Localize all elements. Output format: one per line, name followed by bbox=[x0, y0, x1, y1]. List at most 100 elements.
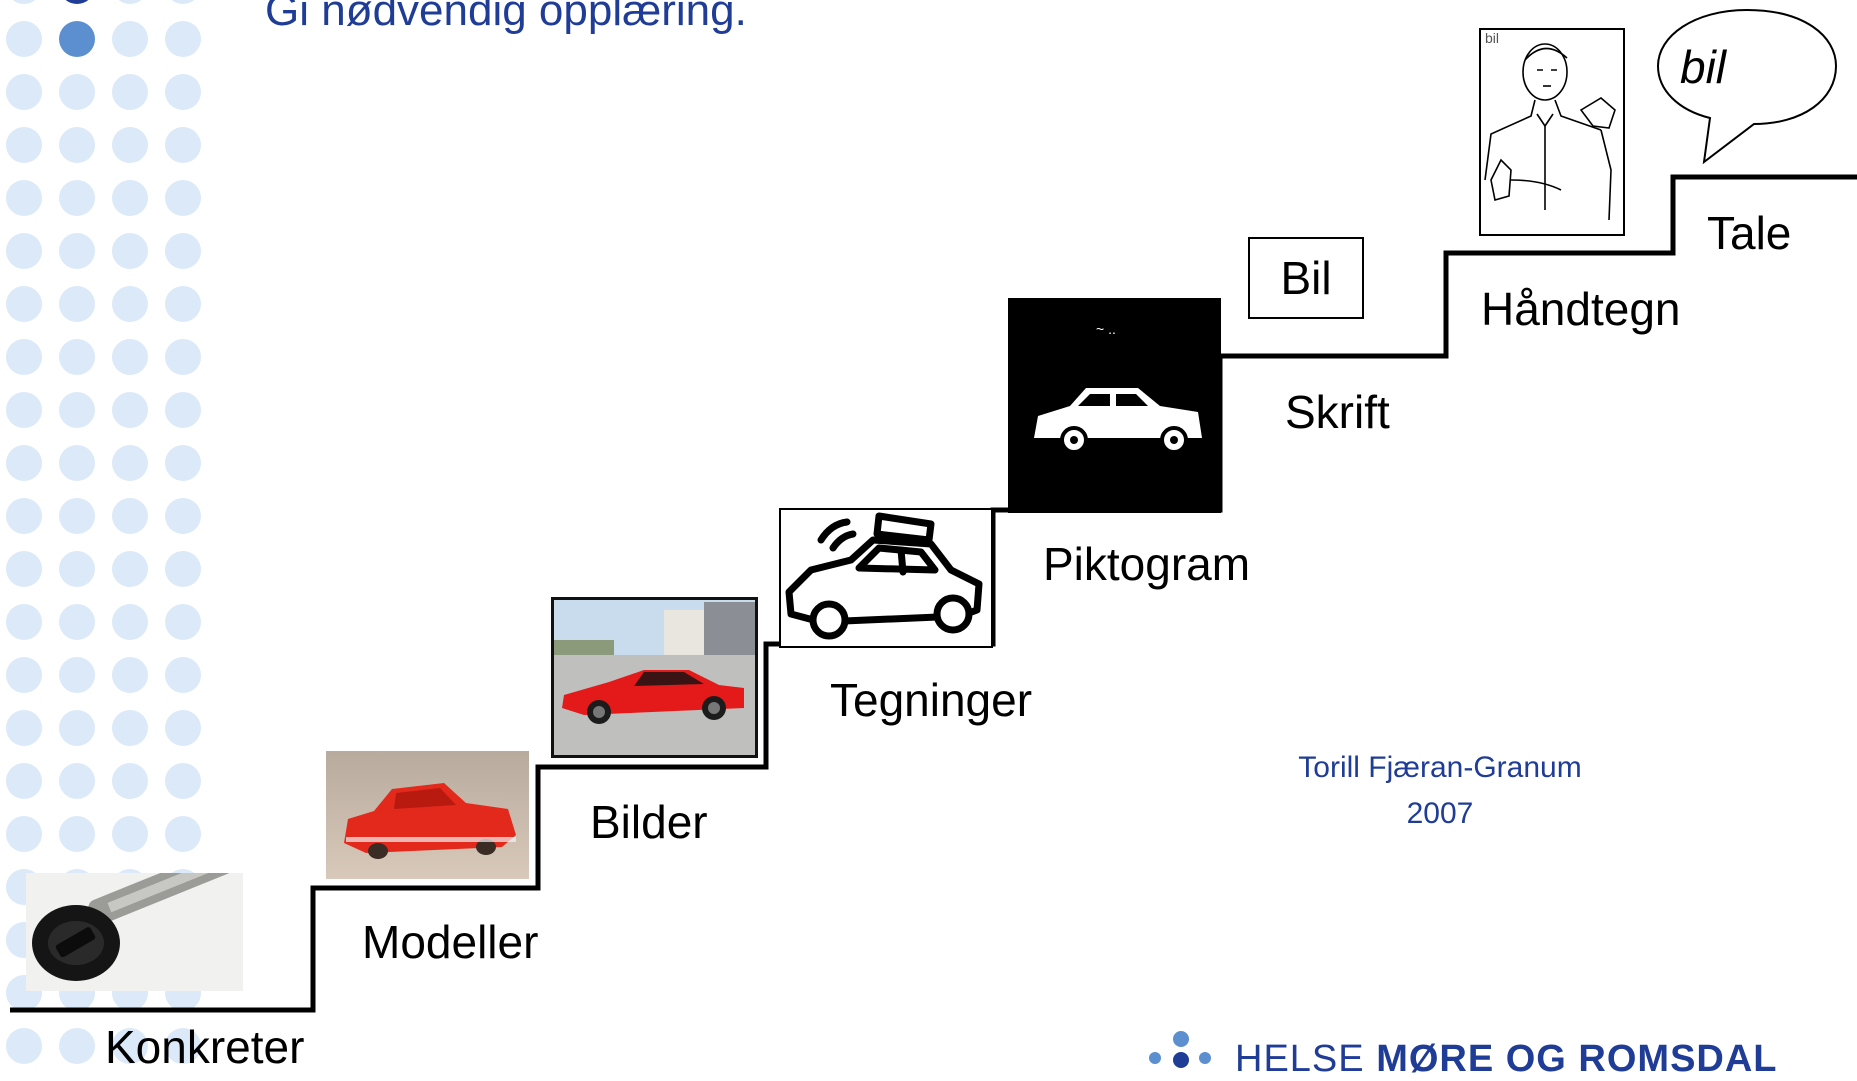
slide-title: Gi nødvendig opplæring. bbox=[265, 0, 747, 35]
decorative-dot bbox=[112, 74, 148, 110]
brand-dots-icon bbox=[1149, 1031, 1211, 1068]
decorative-dot bbox=[59, 445, 95, 481]
decorative-dot bbox=[6, 180, 42, 216]
decorative-dot bbox=[59, 657, 95, 693]
pictogram-car-icon: ~ .. bbox=[1034, 321, 1202, 454]
author-name: Torill Fjæran-Granum bbox=[1298, 751, 1582, 784]
decorative-dot bbox=[59, 392, 95, 428]
decorative-dot bbox=[59, 551, 95, 587]
decorative-dot bbox=[112, 551, 148, 587]
decorative-dot bbox=[59, 127, 95, 163]
model-car-icon bbox=[344, 783, 516, 859]
decorative-dot bbox=[59, 286, 95, 322]
decorative-dot bbox=[59, 1028, 95, 1064]
decorative-dot bbox=[112, 339, 148, 375]
decorative-dot bbox=[165, 710, 201, 746]
step-label-handtegn: Håndtegn bbox=[1481, 283, 1681, 335]
decorative-dot bbox=[112, 180, 148, 216]
decorative-dot bbox=[112, 21, 148, 57]
decorative-dot bbox=[59, 763, 95, 799]
decorative-dot bbox=[165, 816, 201, 852]
decorative-dot bbox=[112, 445, 148, 481]
decorative-dot bbox=[171, 0, 195, 4]
decorative-dot bbox=[59, 21, 95, 57]
sign-language-illustration: bil bbox=[1479, 28, 1625, 236]
decorative-dot bbox=[165, 127, 201, 163]
svg-text:~ ..: ~ .. bbox=[1096, 321, 1116, 337]
decorative-dot bbox=[65, 0, 89, 4]
decorative-dot bbox=[6, 551, 42, 587]
step-label-tale: Tale bbox=[1707, 207, 1792, 259]
brand-name-bold: MØRE OG ROMSDAL bbox=[1376, 1038, 1778, 1080]
decorative-dot bbox=[165, 498, 201, 534]
decorative-dot bbox=[6, 1028, 42, 1064]
decorative-dot bbox=[59, 74, 95, 110]
decorative-dot bbox=[112, 286, 148, 322]
decorative-dot bbox=[112, 1028, 148, 1064]
credit-year: 2007 bbox=[1406, 797, 1474, 830]
decorative-dot bbox=[6, 445, 42, 481]
speech-bubble bbox=[1656, 8, 1838, 165]
decorative-dot bbox=[165, 180, 201, 216]
decorative-dot bbox=[6, 233, 42, 269]
step-label-tegninger: Tegninger bbox=[830, 674, 1033, 726]
decorative-dot bbox=[6, 604, 42, 640]
brand-name: HELSE MØRE OG ROMSDAL bbox=[1235, 1038, 1778, 1081]
decorative-dot bbox=[165, 339, 201, 375]
decorative-dot bbox=[12, 0, 36, 4]
key-photo bbox=[26, 873, 243, 991]
decorative-dot bbox=[6, 816, 42, 852]
decorative-dot bbox=[165, 233, 201, 269]
author-credit: Torill Fjæran-Granum 2007 bbox=[1240, 745, 1640, 837]
sign-caption: bil bbox=[1485, 30, 1500, 46]
decorative-dot bbox=[59, 498, 95, 534]
decorative-dot bbox=[112, 657, 148, 693]
decorative-dot bbox=[112, 816, 148, 852]
decorative-dot bbox=[112, 498, 148, 534]
step-label-skrift: Skrift bbox=[1285, 386, 1390, 438]
police-car-drawing-icon bbox=[785, 512, 983, 640]
step-label-modeller: Modeller bbox=[362, 916, 539, 968]
decorative-dot bbox=[165, 392, 201, 428]
decorative-dot bbox=[6, 74, 42, 110]
decorative-dot bbox=[165, 74, 201, 110]
decorative-dot bbox=[59, 233, 95, 269]
car-drawing bbox=[779, 508, 993, 648]
decorative-dot bbox=[6, 392, 42, 428]
decorative-dot bbox=[6, 657, 42, 693]
decorative-dot bbox=[165, 763, 201, 799]
decorative-dot bbox=[59, 710, 95, 746]
decorative-dot bbox=[6, 498, 42, 534]
decorative-dot bbox=[165, 445, 201, 481]
decorative-dot bbox=[112, 604, 148, 640]
decorative-dot bbox=[112, 127, 148, 163]
decorative-dot bbox=[6, 339, 42, 375]
speech-bubble-text: bil bbox=[1680, 41, 1727, 93]
decorative-dot bbox=[6, 286, 42, 322]
decorative-dot bbox=[112, 763, 148, 799]
brand-prefix: HELSE bbox=[1235, 1038, 1365, 1080]
model-car-photo bbox=[326, 751, 529, 879]
decorative-dot bbox=[6, 21, 42, 57]
decorative-dot bbox=[59, 816, 95, 852]
step-label-bilder: Bilder bbox=[590, 796, 708, 848]
step-label-konkreter: Konkreter bbox=[105, 1021, 305, 1073]
decorative-dot bbox=[118, 0, 142, 4]
step-label-piktogram: Piktogram bbox=[1043, 538, 1251, 590]
car-pictogram: ~ .. bbox=[1008, 298, 1221, 513]
red-car-photo-icon bbox=[554, 600, 755, 755]
decorative-dot bbox=[6, 763, 42, 799]
decorative-dot bbox=[59, 339, 95, 375]
decorative-dot bbox=[6, 127, 42, 163]
decorative-dot bbox=[165, 604, 201, 640]
key-icon bbox=[32, 873, 233, 981]
written-word-box: Bil bbox=[1248, 237, 1364, 319]
decorative-dot bbox=[165, 1028, 201, 1064]
decorative-dot bbox=[165, 286, 201, 322]
decorative-dot bbox=[165, 551, 201, 587]
decorative-dot bbox=[165, 657, 201, 693]
decorative-dot bbox=[112, 233, 148, 269]
signing-person-icon bbox=[1484, 43, 1616, 221]
decorative-dot bbox=[112, 710, 148, 746]
